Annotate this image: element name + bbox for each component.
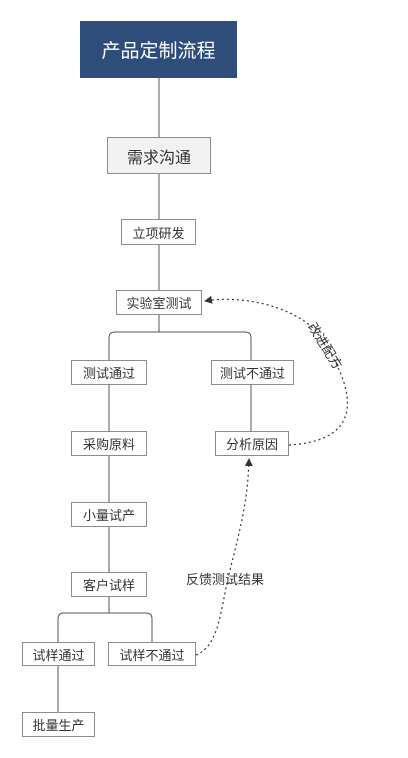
project-node: 立项研发: [121, 219, 196, 245]
edge-analyze-labtest: [204, 295, 348, 446]
mass-production-node: 批量生产: [22, 712, 95, 737]
title-node: 产品定制流程: [80, 21, 237, 78]
customer-trial-node: 客户试样: [71, 572, 147, 597]
lab-test-node: 实验室测试: [116, 290, 202, 315]
feedback-result-label: 反馈测试结果: [186, 573, 265, 588]
test-pass-node: 测试通过: [71, 360, 147, 385]
trial-fail-node: 试样不通过: [108, 642, 196, 666]
small-batch-node: 小量试产: [71, 502, 147, 527]
purchase-node: 采购原料: [71, 431, 147, 456]
analyze-node: 分析原因: [215, 431, 289, 456]
edge-trialfail-analyze: [195, 458, 253, 656]
demand-node: 需求沟通: [107, 137, 211, 174]
edge-branch-trial: [57, 612, 153, 642]
test-fail-node: 测试不通过: [211, 360, 294, 385]
trial-pass-node: 试样通过: [22, 642, 95, 666]
edge-branch-test: [108, 331, 252, 360]
